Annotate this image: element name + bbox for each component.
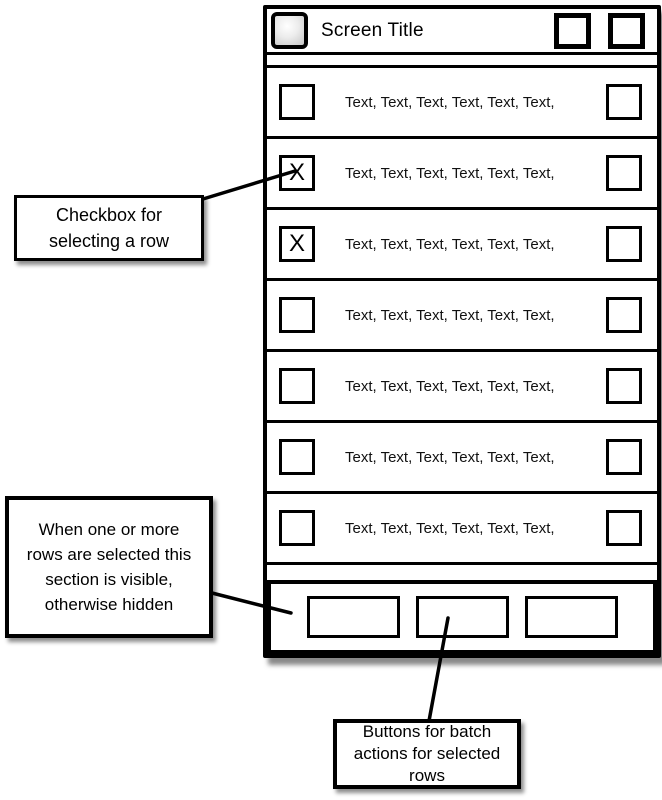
checkbox-glyph: X: [288, 159, 305, 186]
header-action-button-2[interactable]: [608, 12, 645, 49]
row-accessory-box[interactable]: [606, 297, 642, 333]
row-text: Text, Text, Text, Text, Text, Text,: [345, 164, 555, 182]
row-checkbox[interactable]: [279, 439, 315, 475]
row-text: Text, Text, Text, Text, Text, Text,: [345, 519, 555, 537]
row-checkbox[interactable]: X: [279, 155, 315, 191]
list-row[interactable]: Text, Text, Text, Text, Text, Text,: [267, 494, 657, 565]
list-row[interactable]: Text, Text, Text, Text, Text, Text,: [267, 423, 657, 494]
row-checkbox[interactable]: [279, 84, 315, 120]
list-row[interactable]: Text, Text, Text, Text, Text, Text,: [267, 281, 657, 352]
row-text: Text, Text, Text, Text, Text, Text,: [345, 235, 555, 253]
screen-title: Screen Title: [321, 19, 424, 41]
row-checkbox[interactable]: [279, 297, 315, 333]
row-text: Text, Text, Text, Text, Text, Text,: [345, 377, 555, 395]
list-row[interactable]: X Text, Text, Text, Text, Text, Text,: [267, 210, 657, 281]
row-accessory-box[interactable]: [606, 84, 642, 120]
list-bottom-separator: [267, 565, 657, 580]
row-text: Text, Text, Text, Text, Text, Text,: [345, 93, 555, 111]
app-icon: [271, 12, 308, 49]
row-accessory-box[interactable]: [606, 439, 642, 475]
row-list: Text, Text, Text, Text, Text, Text, X Te…: [267, 65, 657, 565]
header-separator: [267, 55, 657, 65]
phone-screen: Screen Title Text, Text, Text, Text, Tex…: [263, 5, 661, 658]
header-actions: [554, 12, 645, 49]
row-accessory-box[interactable]: [606, 510, 642, 546]
row-checkbox[interactable]: X: [279, 226, 315, 262]
row-accessory-box[interactable]: [606, 226, 642, 262]
row-accessory-box[interactable]: [606, 368, 642, 404]
annotation-checkbox-note: Checkbox for selecting a row: [14, 195, 204, 261]
annotation-batch-section-note: When one or more rows are selected this …: [5, 496, 213, 638]
row-checkbox[interactable]: [279, 510, 315, 546]
row-accessory-box[interactable]: [606, 155, 642, 191]
header-action-button-1[interactable]: [554, 12, 591, 49]
screen-header: Screen Title: [267, 9, 657, 55]
checkbox-glyph: X: [288, 230, 305, 257]
row-checkbox[interactable]: [279, 368, 315, 404]
batch-action-button-3[interactable]: [524, 596, 618, 638]
batch-action-button-2[interactable]: [415, 596, 509, 638]
row-text: Text, Text, Text, Text, Text, Text,: [345, 306, 555, 324]
row-text: Text, Text, Text, Text, Text, Text,: [345, 448, 555, 466]
list-row[interactable]: Text, Text, Text, Text, Text, Text,: [267, 352, 657, 423]
annotation-batch-buttons-note: Buttons for batch actions for selected r…: [333, 719, 521, 789]
list-row[interactable]: Text, Text, Text, Text, Text, Text,: [267, 68, 657, 139]
list-row[interactable]: X Text, Text, Text, Text, Text, Text,: [267, 139, 657, 210]
batch-actions-bar: [267, 580, 657, 654]
batch-action-button-1[interactable]: [306, 596, 400, 638]
